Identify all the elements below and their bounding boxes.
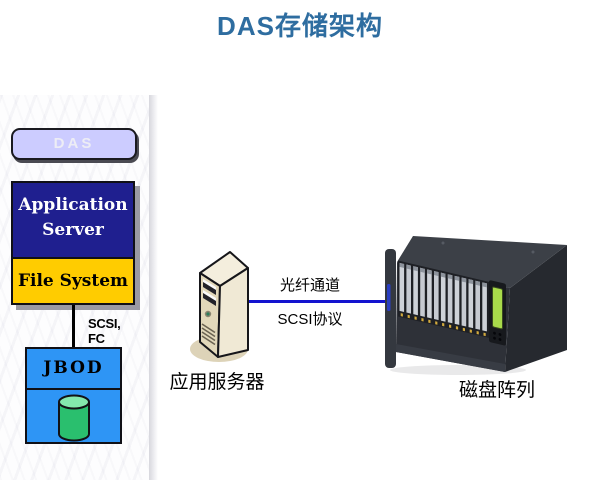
disk-array-caption: 磁盘阵列 bbox=[458, 380, 535, 401]
das-node: DAS bbox=[11, 128, 137, 160]
database-cylinder-icon bbox=[57, 394, 90, 442]
sidebar-edge-gradient bbox=[149, 95, 158, 480]
jbod-storage-area bbox=[27, 390, 120, 442]
tower-server-icon bbox=[190, 251, 249, 362]
page-title: DAS存储架构 bbox=[217, 11, 383, 41]
application-server-section: Application Server bbox=[13, 183, 133, 257]
jbod-node: JBOD bbox=[25, 347, 122, 444]
file-system-label: File System bbox=[17, 271, 129, 291]
file-system-section: File System bbox=[13, 257, 133, 303]
disk-array-icon bbox=[385, 236, 567, 375]
application-server-line2: Server bbox=[42, 219, 104, 240]
application-server-caption: 应用服务器 bbox=[169, 372, 265, 393]
scsi-protocol-label: SCSI协议 bbox=[277, 311, 343, 328]
application-server-node: Application Server File System bbox=[11, 181, 135, 305]
application-server-line1: Application bbox=[18, 195, 128, 215]
jbod-label: JBOD bbox=[27, 349, 120, 390]
fiber-channel-label: 光纤通道 bbox=[279, 277, 340, 294]
scsi-fc-connector-line bbox=[72, 305, 75, 348]
das-node-label: DAS bbox=[53, 135, 95, 152]
scsi-fc-label: SCSI, FC bbox=[88, 316, 121, 346]
fc-scsi-link-line bbox=[239, 300, 386, 303]
